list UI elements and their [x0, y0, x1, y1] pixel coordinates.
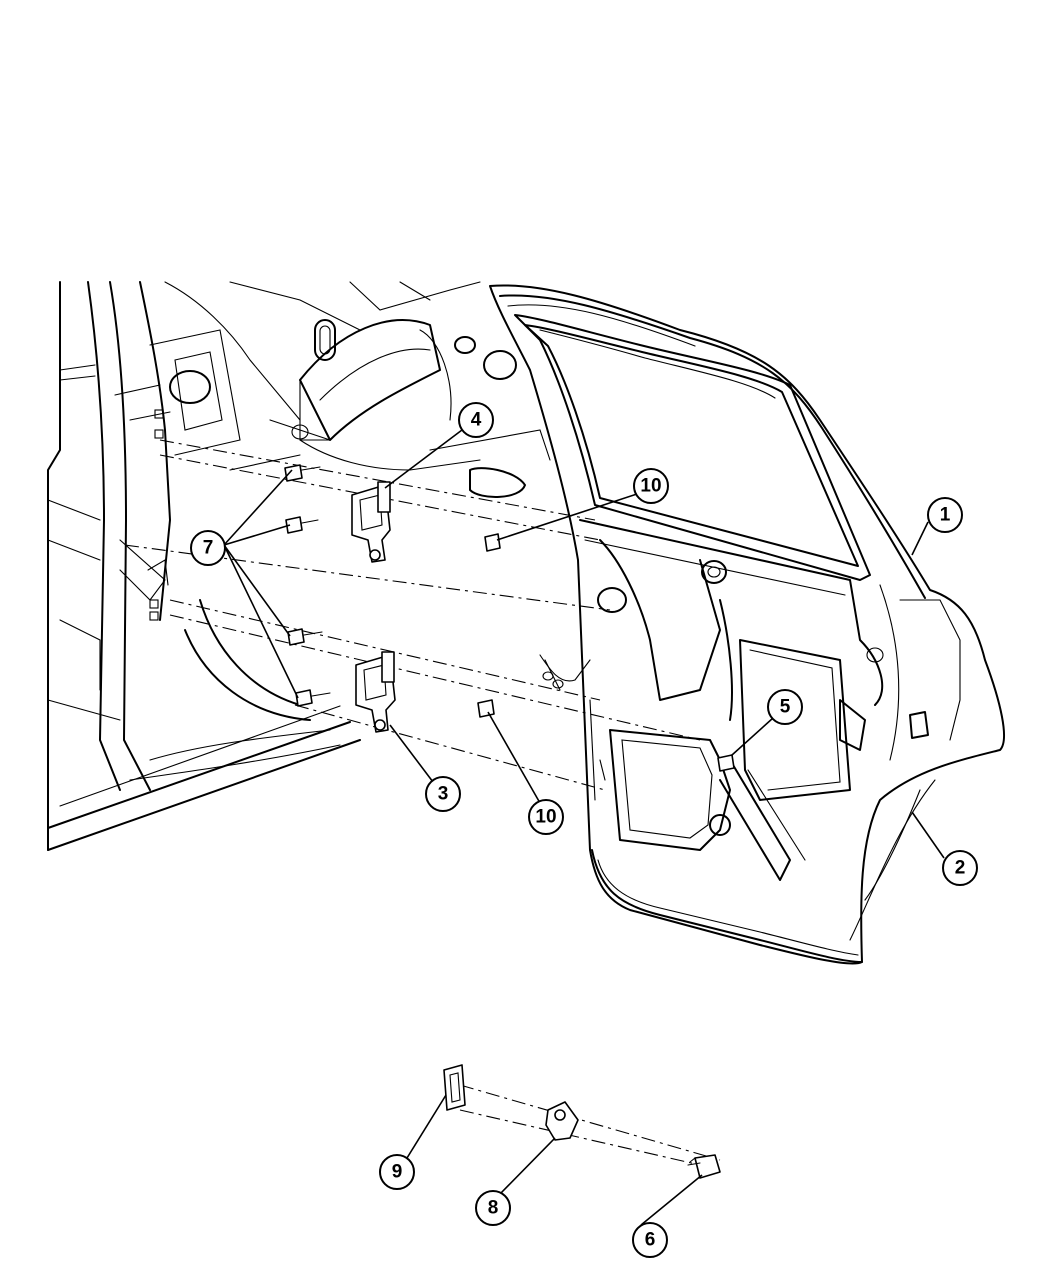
interior-floor-structure [164, 281, 551, 498]
svg-text:2: 2 [955, 858, 966, 879]
lower-hinge [355, 651, 396, 733]
callout-8: 8 [475, 1190, 511, 1226]
callout-10-upper: 10 [633, 468, 669, 504]
leader-lines [223, 429, 945, 1226]
callout-6: 6 [632, 1222, 668, 1258]
callout-5: 5 [767, 689, 803, 725]
svg-text:9: 9 [392, 1162, 403, 1183]
svg-text:5: 5 [780, 697, 791, 718]
callout-1: 1 [927, 497, 963, 533]
callout-9: 9 [379, 1154, 415, 1190]
svg-text:10: 10 [640, 476, 661, 497]
callout-4: 4 [458, 402, 494, 438]
svg-text:4: 4 [471, 410, 482, 431]
svg-text:7: 7 [203, 538, 214, 559]
hinge-nuts [477, 533, 501, 718]
callout-2: 2 [942, 850, 978, 886]
svg-text:8: 8 [488, 1198, 499, 1219]
body-pillar-structure [47, 281, 361, 851]
svg-text:3: 3 [438, 784, 449, 805]
callout-3: 3 [425, 776, 461, 812]
rear-door-shell [489, 284, 1006, 965]
hinge-bolts [284, 464, 331, 707]
upper-hinge [351, 481, 391, 563]
door-check-assembly [443, 1064, 721, 1179]
door-clip [717, 754, 735, 772]
svg-text:6: 6 [645, 1230, 656, 1251]
svg-text:1: 1 [940, 505, 951, 526]
svg-text:10: 10 [535, 807, 556, 828]
callout-7: 7 [190, 530, 226, 566]
callout-10-lower: 10 [528, 799, 564, 835]
